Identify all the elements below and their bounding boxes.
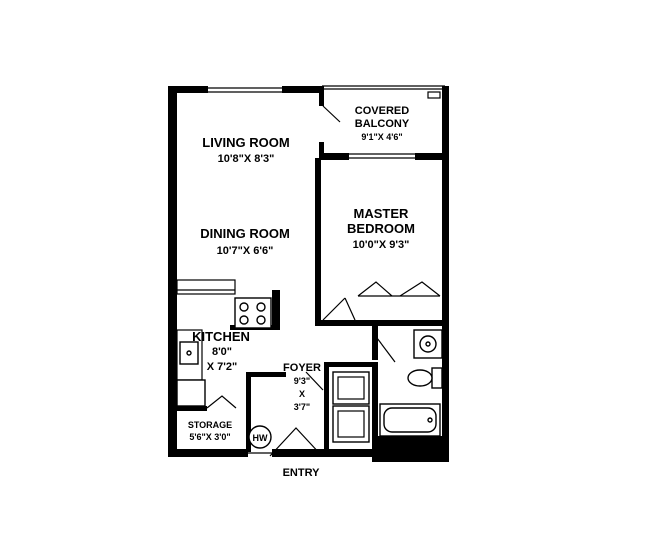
dryer-icon — [332, 405, 370, 443]
fixtures — [176, 297, 443, 449]
bedroom-name-line1: MASTER — [354, 206, 410, 221]
balcony-name-line1: COVERED — [355, 105, 409, 117]
refrigerator-icon — [176, 379, 206, 407]
bathroom-sink-icon — [413, 329, 443, 359]
balcony-size: 9'1"X 4'6" — [361, 132, 402, 142]
kitchen-size-line1: 8'0" — [212, 346, 232, 358]
bedroom-name-line2: BEDROOM — [347, 221, 415, 236]
storage-name: STORAGE — [188, 420, 232, 430]
foyer-name: FOYER — [283, 362, 321, 374]
balcony-name-line2: BALCONY — [355, 118, 410, 130]
storage-size: 5'6"X 3'0" — [189, 432, 230, 442]
kitchen-name: KITCHEN — [192, 329, 250, 344]
living-room-name: LIVING ROOM — [202, 135, 289, 150]
foyer-size-line1: 9'3" — [294, 376, 310, 386]
kitchen-sink-icon — [179, 341, 199, 365]
dining-room-size: 10'7"X 6'6" — [217, 245, 274, 257]
bedroom-size: 10'0"X 9'3" — [353, 239, 410, 251]
washer-icon — [332, 371, 370, 405]
living-room-size: 10'8"X 8'3" — [218, 153, 275, 165]
dining-room-name: DINING ROOM — [200, 226, 290, 241]
kitchen-size-line2: X 7'2" — [207, 361, 237, 373]
stove-icon — [234, 297, 272, 329]
water-heater-label: HW — [253, 433, 268, 443]
water-heater-icon — [248, 425, 272, 449]
foyer-size-line3: 3'7" — [294, 402, 310, 412]
foyer-size-line2: X — [299, 389, 305, 399]
room-labels: LIVING ROOM 10'8"X 8'3" DINING ROOM 10'7… — [188, 105, 415, 479]
entry-label: ENTRY — [283, 467, 321, 479]
bathtub-icon — [379, 403, 441, 437]
toilet-icon — [407, 367, 443, 389]
exterior-walls — [168, 85, 449, 462]
